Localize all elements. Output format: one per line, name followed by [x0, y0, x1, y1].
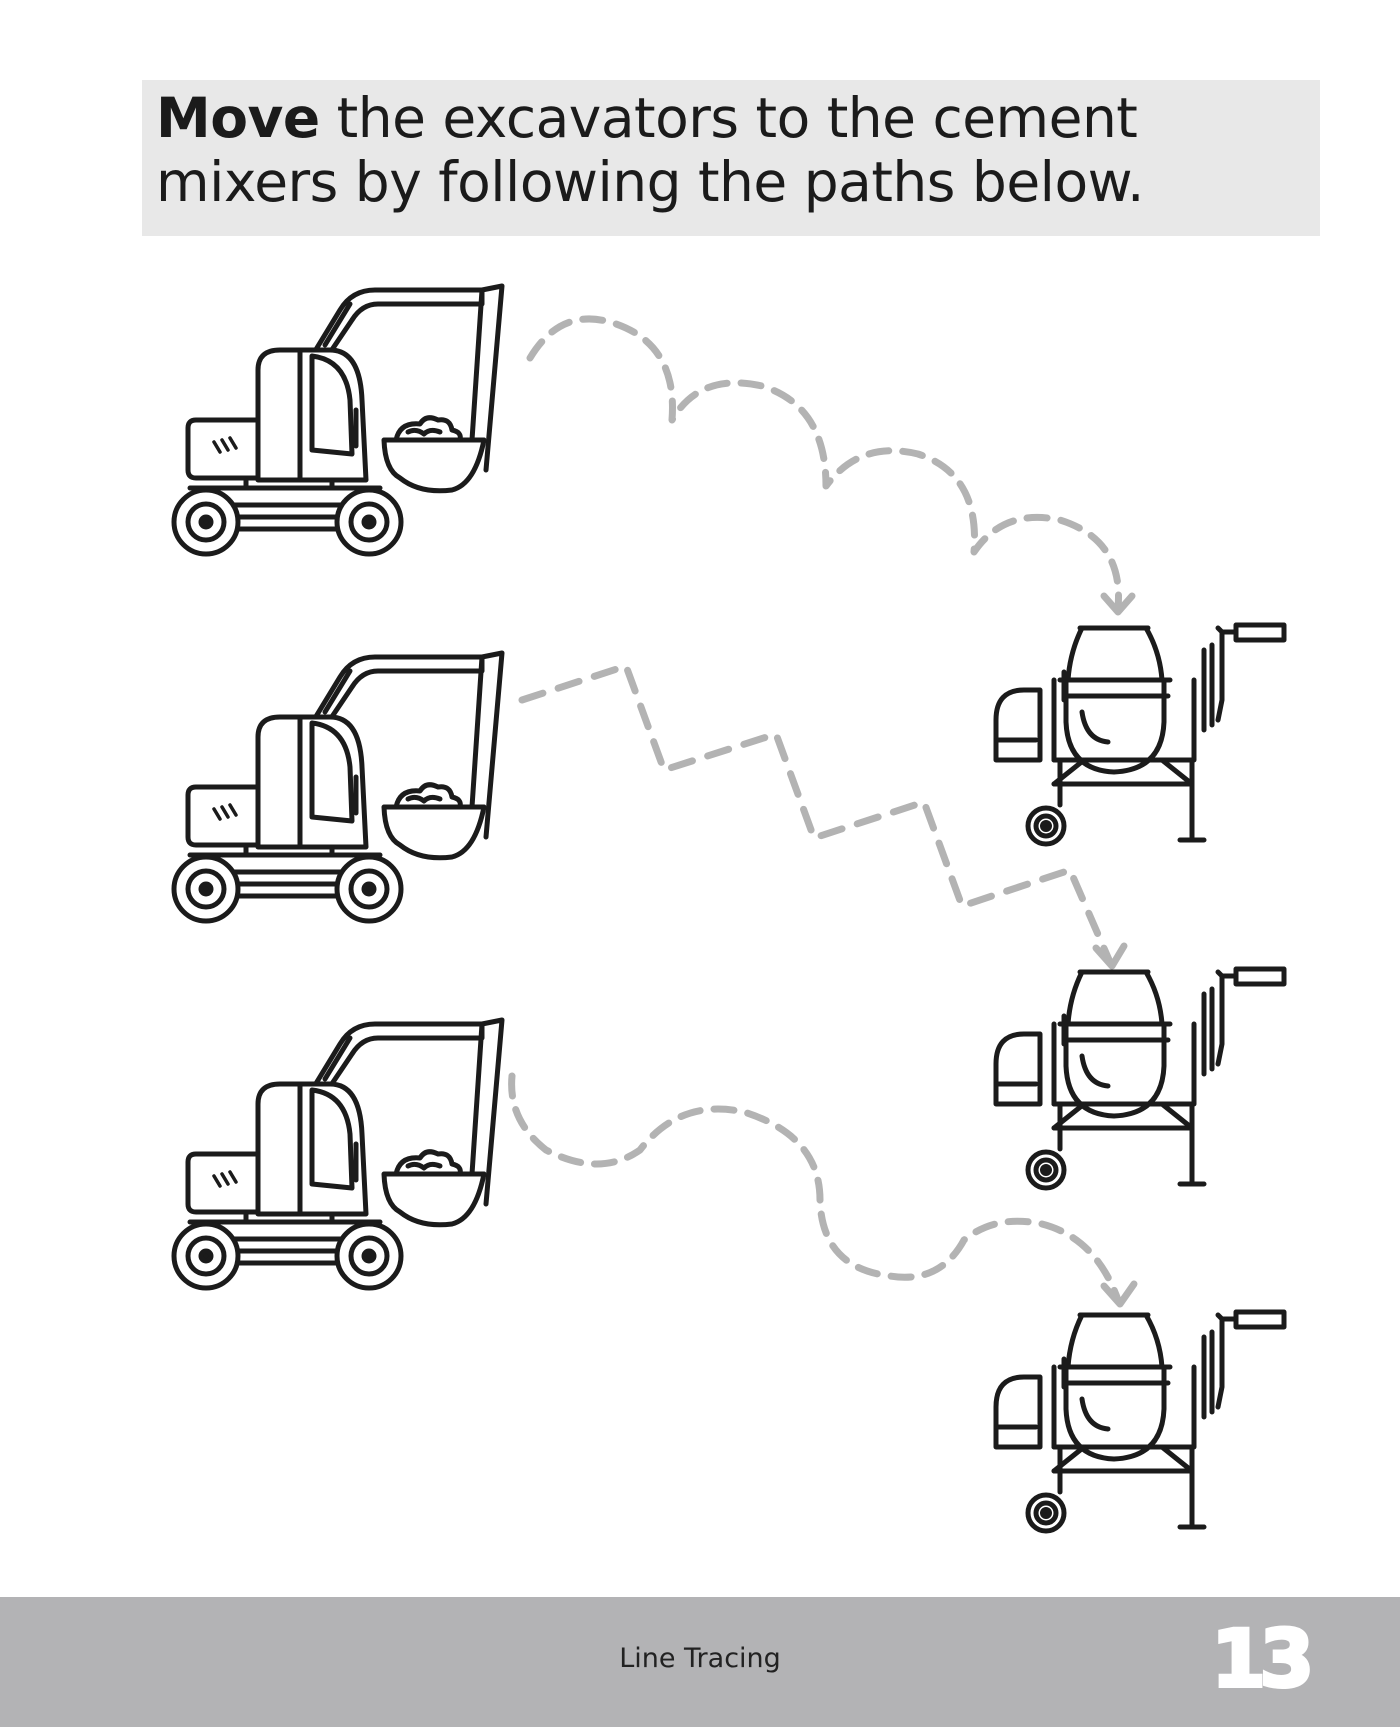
excavator-icon [174, 653, 502, 921]
excavator-icon [174, 286, 502, 554]
wave-path[interactable] [508, 1072, 1122, 1304]
loop-path[interactable] [526, 315, 1123, 612]
instruction-text: Move the excavators to the cement mixers… [156, 86, 1320, 214]
arrowhead-icon [1092, 942, 1128, 970]
instruction-verb: Move [156, 86, 320, 150]
cement-mixer-icon [996, 969, 1284, 1188]
arrowhead-icon [1100, 1280, 1138, 1308]
instruction-rest: the excavators to the cement mixers by f… [156, 86, 1145, 214]
footer-bar: Line Tracing 13 [0, 1597, 1400, 1727]
instruction-box: Move the excavators to the cement mixers… [142, 80, 1320, 236]
cement-mixer-icon [996, 625, 1284, 844]
cement-mixer-icon [996, 1312, 1284, 1531]
page-number: 13 [1209, 1613, 1316, 1707]
excavator-icon [174, 1020, 502, 1288]
arrowhead-icon [1100, 592, 1136, 616]
footer-title: Line Tracing [619, 1643, 781, 1674]
